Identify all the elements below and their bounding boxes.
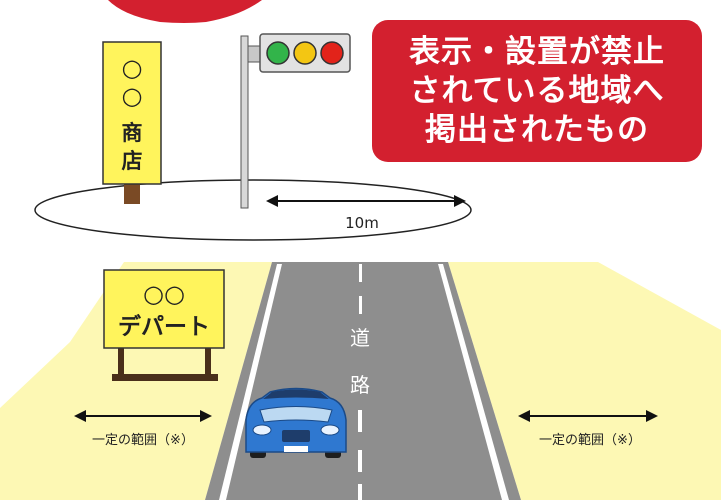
right-range-zone	[448, 262, 721, 500]
red-lamp	[320, 41, 344, 65]
distance-label: 10m	[345, 214, 379, 232]
shop-sign-board	[102, 41, 162, 185]
right-range-label: 一定の範囲（※）	[539, 433, 641, 448]
dept-sign-board	[103, 269, 225, 349]
dept-sign-post-right	[205, 346, 211, 380]
dept-sign-base	[112, 374, 218, 381]
distance-arrow-right-head	[454, 195, 466, 207]
road-center-line	[358, 264, 362, 500]
yellow-lamp	[293, 41, 317, 65]
shop-sign-text: 商店	[122, 121, 143, 173]
left-range-arrow-left-head	[74, 410, 86, 422]
road-label-2: 路	[350, 373, 370, 397]
traffic-light-pole	[240, 35, 249, 209]
right-range-arrow-right-head	[646, 410, 658, 422]
notice-line-3: 掲出されたもの	[425, 111, 649, 148]
prohibited-area-notice: 表示・設置が禁止 されている地域へ 掲出されたもの	[372, 20, 702, 162]
dept-sign-text: デパート	[118, 313, 210, 340]
notice-line-2: されている地域へ	[409, 72, 665, 109]
right-range-arrow-left-head	[518, 410, 530, 422]
shop-sign-post	[124, 182, 140, 204]
left-range-label: 一定の範囲（※）	[92, 433, 194, 448]
green-lamp	[266, 41, 290, 65]
road-label-1: 道	[350, 326, 370, 350]
notice-line-1: 表示・設置が禁止	[409, 33, 665, 70]
dept-sign-circles: ○○	[143, 280, 185, 308]
road-right-edge-line	[438, 264, 509, 500]
top-red-shape	[108, 0, 262, 23]
distance-arrow-left-head	[266, 195, 278, 207]
left-range-arrow-right-head	[200, 410, 212, 422]
shop-sign-circles: ○○	[122, 54, 143, 110]
road-left-edge-line	[219, 264, 282, 500]
dept-sign-post-left	[118, 346, 124, 380]
car-icon	[245, 387, 347, 458]
ground-ellipse	[34, 179, 472, 241]
